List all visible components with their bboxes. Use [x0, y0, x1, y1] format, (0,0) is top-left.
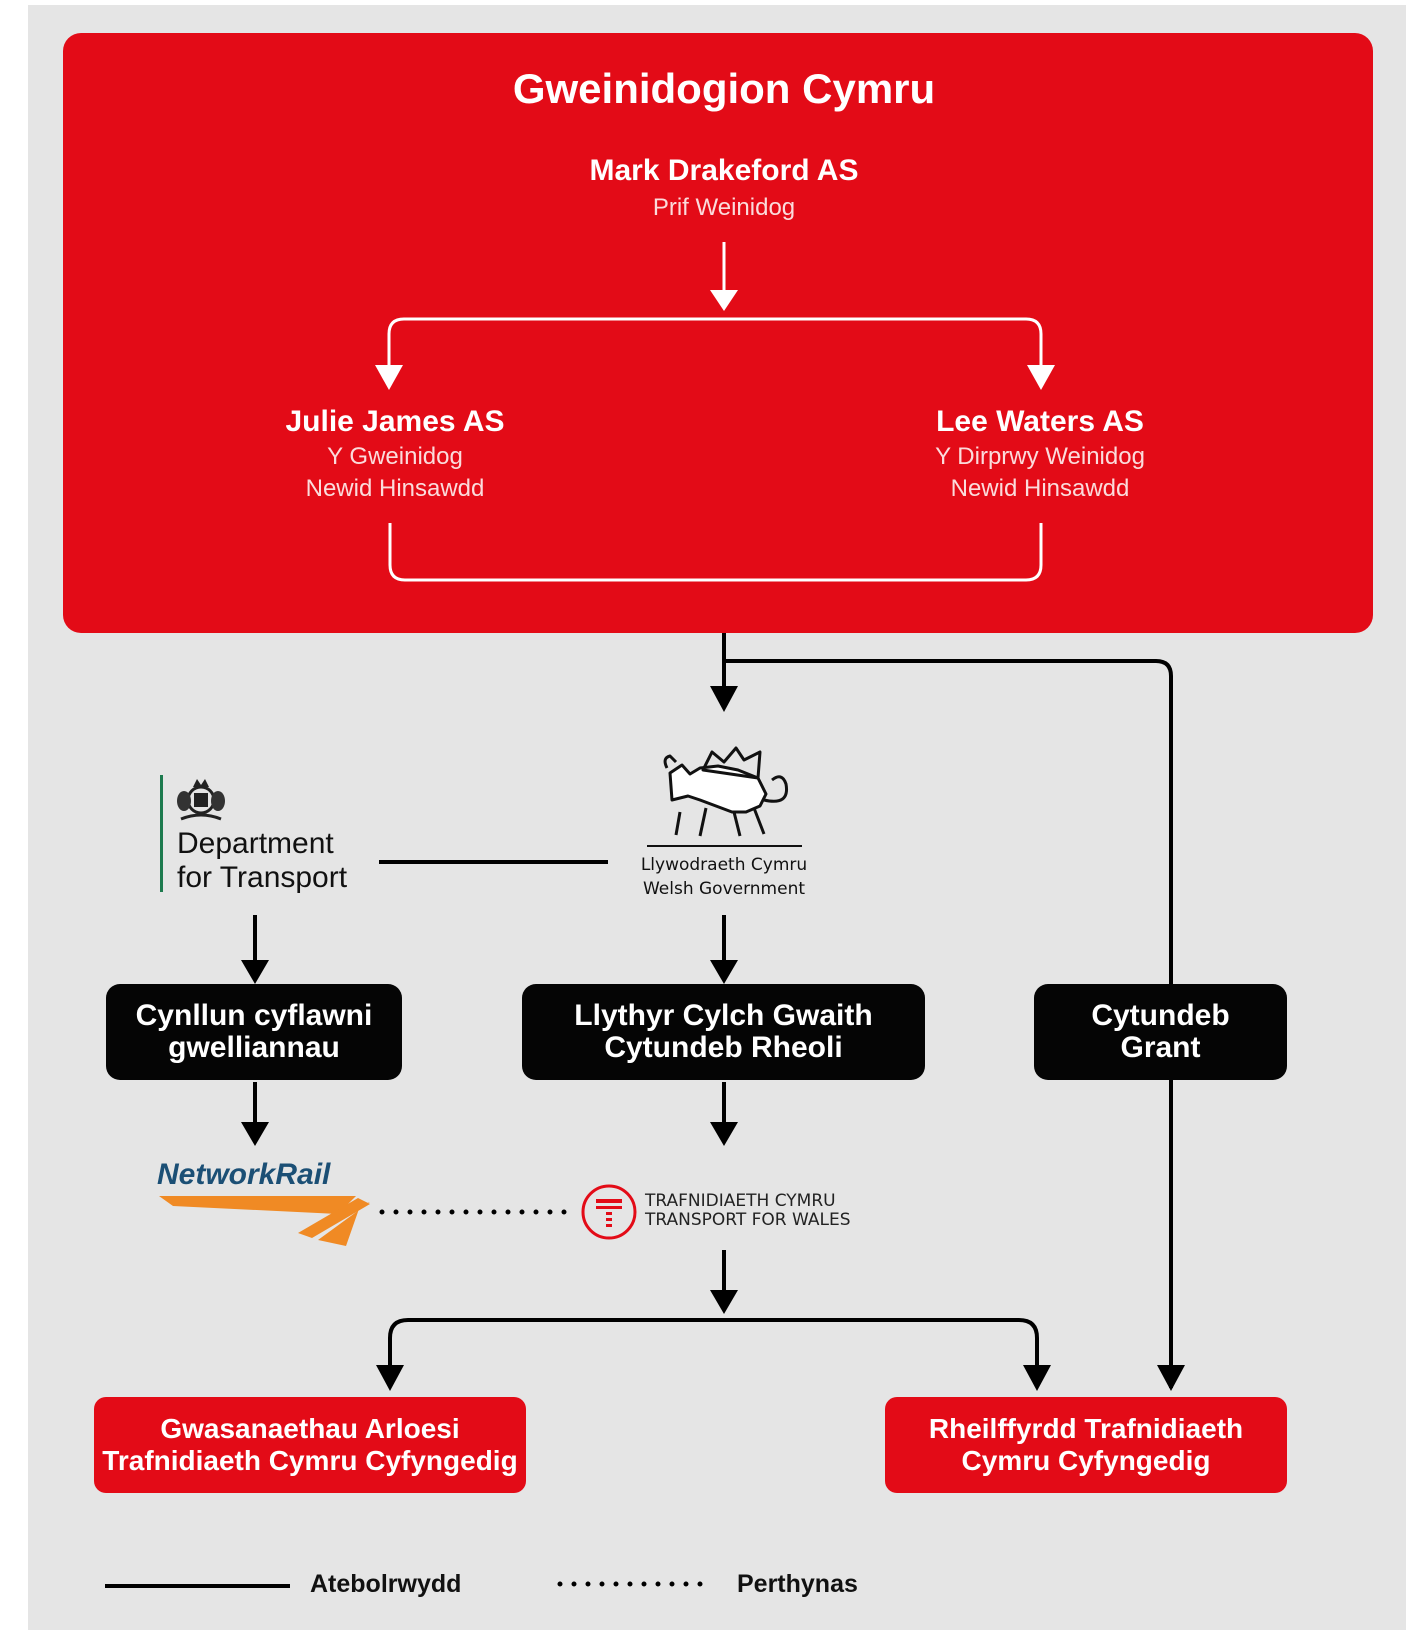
- rail-line1: Rheilffyrdd Trafnidiaeth: [928, 1413, 1244, 1444]
- innovation-line2: Trafnidiaeth Cymru Cyfyngedig: [102, 1445, 518, 1476]
- legend-accountability-label: Atebolrwydd: [310, 1570, 462, 1598]
- tfw-logo: [581, 1184, 637, 1240]
- network-rail-label: NetworkRail: [157, 1158, 331, 1191]
- arrow-head: [1023, 1365, 1051, 1391]
- arrow-head: [710, 960, 738, 984]
- improvement-plan-line2: gwelliannau: [168, 1031, 340, 1064]
- minister-join-line: [388, 523, 1043, 582]
- welsh-dragon-icon: [647, 746, 802, 847]
- arrow-head: [241, 960, 269, 984]
- tfw-split-line: [388, 1318, 1039, 1365]
- royal-crest-icon: [177, 779, 225, 821]
- tfw-label: TRAFNIDIAETH CYMRU TRANSPORT FOR WALES: [645, 1192, 851, 1230]
- tfw-line1: TRAFNIDIAETH CYMRU: [645, 1191, 836, 1211]
- ministers-panel: [63, 33, 1373, 633]
- minister-left-role: Y Gweinidog: [327, 443, 463, 470]
- remit-letter-line2: Cytundeb Rheoli: [604, 1031, 843, 1064]
- arrow-head: [1027, 365, 1055, 390]
- first-minister-role: Prif Weinidog: [652, 194, 796, 221]
- minister-split-line: [387, 317, 1043, 365]
- panel-title: Gweinidogion Cymru: [512, 65, 936, 112]
- minister-right-role: Y Dirprwy Weinidog: [935, 443, 1145, 470]
- arrow-head: [710, 1290, 738, 1314]
- arrow-head: [710, 686, 738, 712]
- arrow-head: [376, 1365, 404, 1391]
- rail-company-box: Rheilffyrdd Trafnidiaeth Cymru Cyfyngedi…: [885, 1397, 1287, 1493]
- improvement-plan-line1: Cynllun cyflawni: [135, 999, 373, 1032]
- ministers-to-rail-line: [724, 659, 1173, 1388]
- wg-line2: Welsh Government: [642, 879, 806, 899]
- minister-right-name: Lee Waters AS: [936, 405, 1144, 438]
- minister-left-portfolio: Newid Hinsawdd: [305, 475, 485, 502]
- dft-logo: Department for Transport: [160, 775, 347, 894]
- grant-agreement-box: Cytundeb Grant: [1034, 984, 1287, 1080]
- innovation-line1: Gwasanaethau Arloesi: [160, 1413, 460, 1444]
- minister-right-portfolio: Newid Hinsawdd: [950, 475, 1130, 502]
- arrow-head: [710, 1122, 738, 1146]
- dft-line1: Department: [177, 827, 334, 860]
- arrow-head: [375, 365, 403, 390]
- dft-label: Department for Transport: [177, 827, 347, 895]
- arrow-head: [710, 290, 738, 311]
- dft-line2: for Transport: [177, 861, 348, 894]
- legend-relationship-label: Perthynas: [737, 1570, 858, 1598]
- network-rail-logo: [159, 1196, 370, 1246]
- improvement-plan-box: Cynllun cyflawni gwelliannau: [106, 984, 402, 1080]
- first-minister-name: Mark Drakeford AS: [589, 154, 859, 187]
- welsh-government-label: Llywodraeth Cymru Welsh Government: [624, 853, 824, 901]
- tfw-line2: TRANSPORT FOR WALES: [645, 1210, 851, 1230]
- grant-agreement-line1: Cytundeb: [1091, 999, 1230, 1032]
- arrow-head: [241, 1122, 269, 1146]
- remit-letter-box: Llythyr Cylch Gwaith Cytundeb Rheoli: [522, 984, 925, 1080]
- remit-letter-line1: Llythyr Cylch Gwaith: [574, 999, 873, 1032]
- grant-agreement-line2: Grant: [1120, 1031, 1201, 1064]
- innovation-services-box: Gwasanaethau Arloesi Trafnidiaeth Cymru …: [94, 1397, 526, 1493]
- arrow-head: [1157, 1365, 1185, 1391]
- minister-left-name: Julie James AS: [285, 405, 505, 438]
- wg-line1: Llywodraeth Cymru: [640, 855, 808, 875]
- rail-line2: Cymru Cyfyngedig: [961, 1445, 1211, 1476]
